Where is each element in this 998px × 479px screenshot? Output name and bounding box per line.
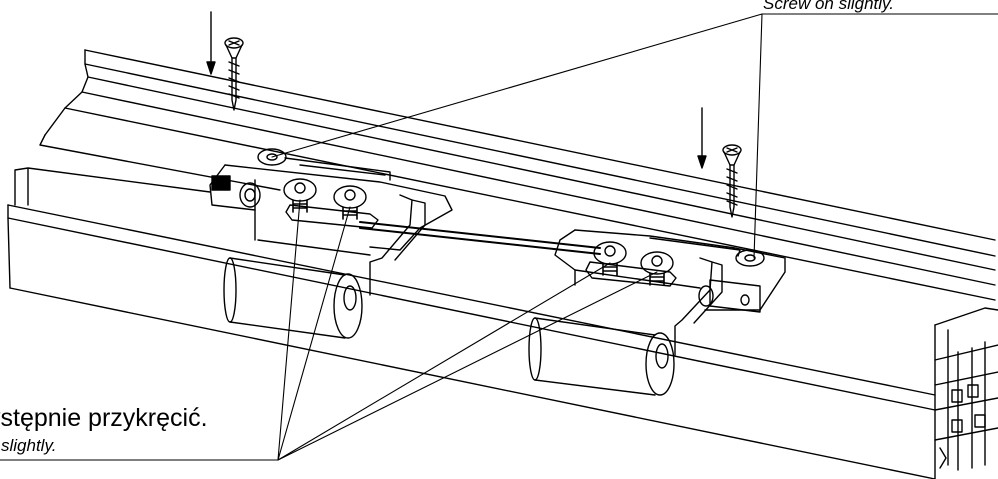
- profile-left-end: [7, 204, 11, 289]
- right-carriage: [554, 229, 786, 356]
- profile-ridge-2: [87, 76, 996, 271]
- screw-icon: [224, 37, 244, 111]
- profile-ridge-3: [81, 91, 996, 286]
- leader-lines: [0, 13, 998, 461]
- bolt-icon: [593, 241, 627, 276]
- left-washer: [257, 148, 287, 166]
- profile-front-top: [7, 204, 936, 396]
- bolt-icon: [333, 185, 367, 220]
- arrow-down-icon: [697, 107, 707, 169]
- instruction-text-english: slightly.: [1, 436, 57, 455]
- right-washer: [735, 249, 765, 267]
- drive-belt: [359, 221, 601, 255]
- instruction-text-polish: ystępnie przykręcić.: [0, 404, 208, 432]
- left-carriage: [209, 157, 453, 296]
- right-roller: [528, 317, 675, 396]
- left-roller: [223, 257, 363, 339]
- bolt-icon: [640, 251, 674, 286]
- profile-cross-section: [934, 307, 998, 479]
- profile-front-line: [7, 217, 936, 411]
- profile-left-top: [44, 49, 89, 136]
- profile-inner-shelf: [39, 134, 281, 191]
- screw-icon: [722, 144, 742, 218]
- profile-front-bottom: [9, 287, 936, 479]
- arrow-down-icon: [206, 11, 216, 75]
- profile-ridge-1: [84, 63, 996, 257]
- instruction-text-screw-on: Screw on slightly.: [763, 0, 895, 13]
- profile-left-lip: [14, 167, 211, 206]
- profile-ridge-4: [64, 107, 996, 301]
